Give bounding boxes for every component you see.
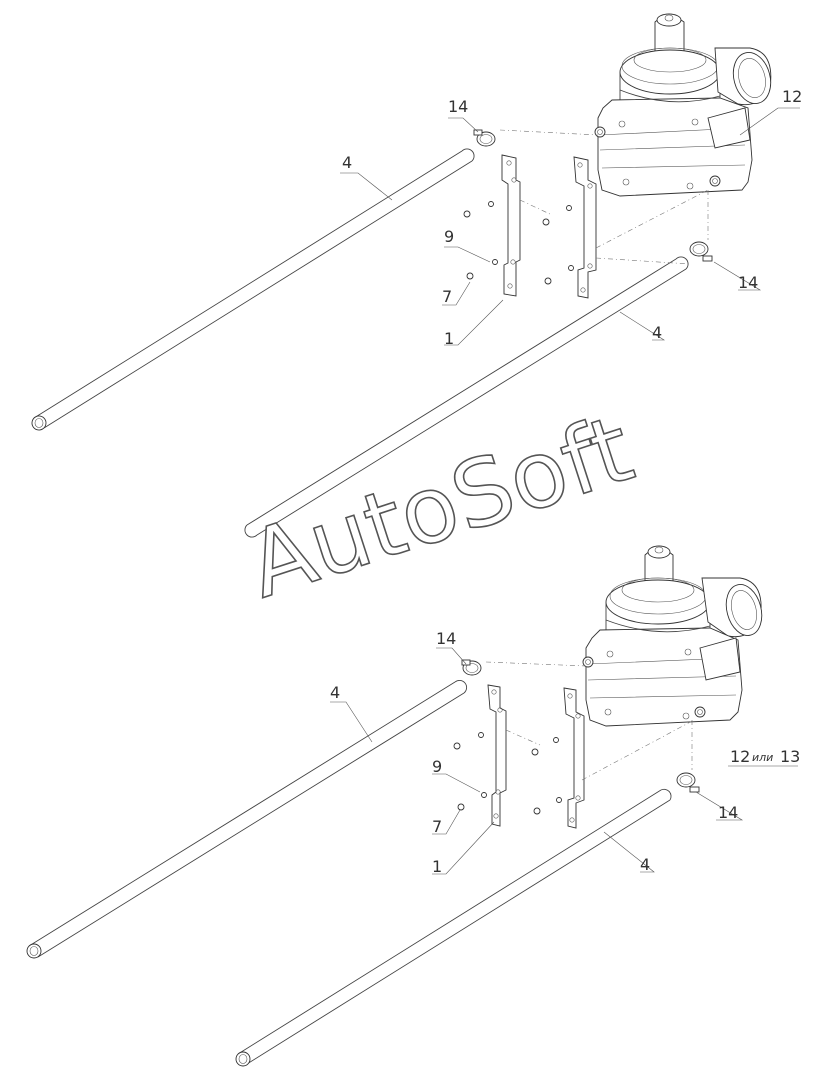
clamp-top-lower bbox=[689, 241, 713, 262]
callout-7-bottom: 7 bbox=[432, 817, 442, 836]
callout-9-bottom: 9 bbox=[432, 757, 442, 776]
callout-14-bottom-upper: 14 bbox=[436, 629, 456, 648]
callout-or-bottom: или bbox=[752, 751, 773, 764]
leaders-top bbox=[340, 107, 800, 346]
callout-1-top: 1 bbox=[444, 329, 454, 348]
callout-14-bottom-lower: 14 bbox=[718, 803, 738, 822]
leaders-bottom bbox=[330, 647, 798, 875]
callout-13-bottom: 13 bbox=[780, 747, 800, 766]
callout-4-bottom-right: 4 bbox=[640, 855, 650, 874]
center-lines-bottom bbox=[485, 661, 695, 781]
heater-unit-bottom bbox=[582, 545, 763, 727]
bracket-top-right bbox=[573, 156, 597, 299]
callout-9-top: 9 bbox=[444, 227, 454, 246]
fasteners-bottom bbox=[453, 732, 562, 815]
callout-4-top-right: 4 bbox=[652, 323, 662, 342]
tube-top-right bbox=[244, 256, 689, 538]
watermark: AutoSoft bbox=[236, 395, 645, 619]
callout-4-top-left: 4 bbox=[342, 153, 352, 172]
tube-bottom-left bbox=[26, 679, 468, 959]
callout-12-bottom: 12 bbox=[730, 747, 750, 766]
tube-bottom-right bbox=[235, 788, 672, 1067]
bracket-bottom-left bbox=[487, 684, 507, 827]
clamp-bottom-upper bbox=[461, 659, 482, 676]
clamp-bottom-lower bbox=[676, 772, 700, 793]
callout-12-top: 12 bbox=[782, 87, 802, 106]
callout-14-top-lower: 14 bbox=[738, 273, 758, 292]
callout-1-bottom: 1 bbox=[432, 857, 442, 876]
fasteners-top bbox=[463, 201, 574, 285]
bracket-top-left bbox=[501, 154, 521, 297]
heater-unit-top bbox=[594, 13, 772, 197]
callout-14-top-upper: 14 bbox=[448, 97, 468, 116]
callout-4-bottom-left: 4 bbox=[330, 683, 340, 702]
bottom-assembly: 14 4 9 7 1 12 или 13 14 4 bbox=[26, 545, 800, 1067]
bracket-bottom-right bbox=[563, 687, 585, 829]
tube-top-left bbox=[31, 148, 475, 431]
top-assembly: 14 12 4 9 7 1 14 4 bbox=[31, 13, 802, 538]
callout-7-top: 7 bbox=[442, 287, 452, 306]
clamp-top-upper bbox=[473, 129, 496, 147]
center-lines-top bbox=[499, 129, 709, 265]
